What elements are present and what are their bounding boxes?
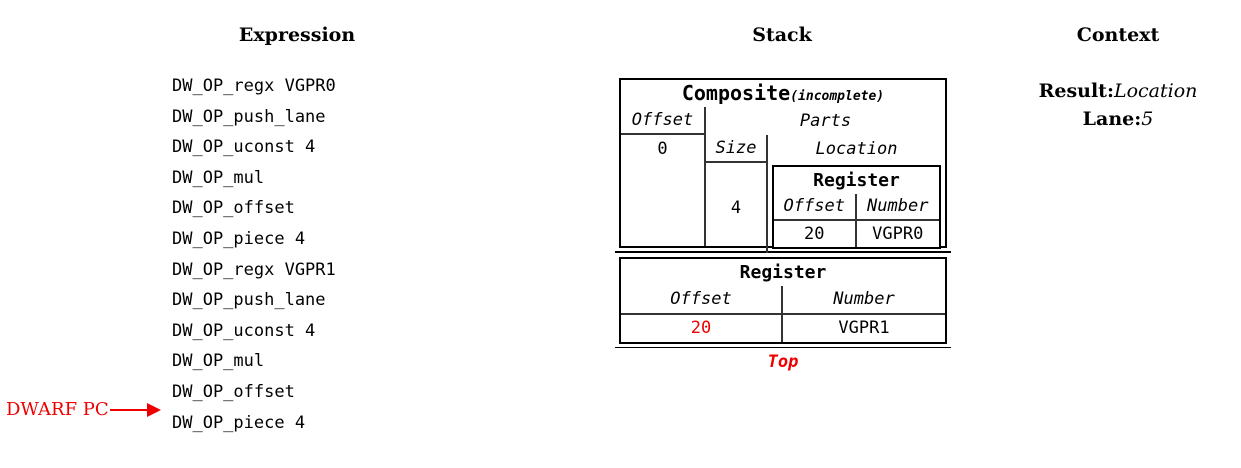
expression-op: DW_OP_push_lane xyxy=(172,106,326,127)
stack-separator-line xyxy=(615,346,951,348)
nested-register-title: Register xyxy=(813,170,900,191)
context-panel: Result:Location Lane:5 xyxy=(1018,77,1218,133)
dwarf-pc-label: DWARF PC xyxy=(6,399,109,420)
expression-op: DW_OP_uconst 4 xyxy=(172,320,316,341)
composite-offset-header: Offset xyxy=(621,107,704,135)
expression-op: DW_OP_regx VGPR0 xyxy=(172,76,336,96)
part-size-value: 4 xyxy=(730,198,742,218)
result-label: Result: xyxy=(1038,80,1114,102)
register-number-value: VGPR1 xyxy=(838,317,890,338)
nested-register-number-header: Number xyxy=(856,194,939,221)
arrow-right-icon xyxy=(110,409,148,411)
stack-separator-line xyxy=(615,251,951,253)
nested-register-value-row: 20 VGPR0 xyxy=(774,221,939,247)
expression-op: DW_OP_uconst 4 xyxy=(172,137,316,158)
expression-op-list: DW_OP_regx VGPR0 DW_OP_push_lane DW_OP_u… xyxy=(172,71,336,438)
stack-top-label: Top xyxy=(767,352,799,372)
expression-op: DW_OP_piece 4 xyxy=(172,412,306,433)
composite-title-text: Composite xyxy=(681,81,791,105)
nested-register-table: Register Offset Number 20 VGPR0 xyxy=(772,165,941,249)
stack-entry-composite: Composite(incomplete) Offset 0 Parts Siz… xyxy=(619,78,947,253)
composite-parts-column: Parts Size 4 Location Register xyxy=(706,107,945,253)
context-lane-line: Lane:5 xyxy=(1018,105,1218,133)
part-size-column: Size 4 xyxy=(706,135,768,253)
stack-column-header: Stack xyxy=(752,24,812,46)
composite-parts-body: Size 4 Location Register Offset Number xyxy=(706,135,945,253)
expression-op: DW_OP_mul xyxy=(172,351,265,372)
lane-value: 5 xyxy=(1141,108,1154,130)
expression-op: DW_OP_regx VGPR1 xyxy=(172,259,336,280)
part-size-header: Size xyxy=(706,135,766,163)
context-result-line: Result:Location xyxy=(1018,77,1218,105)
nested-register-offset-value: 20 xyxy=(774,221,857,247)
register-offset-value: 20 xyxy=(621,314,783,342)
lane-label: Lane: xyxy=(1082,108,1142,130)
stack-entry-register: Register Offset Number 20 VGPR1 xyxy=(619,256,947,344)
composite-offset-column: Offset 0 xyxy=(621,107,706,246)
composite-parts-header: Parts xyxy=(799,111,852,131)
register-title: Register xyxy=(739,261,827,283)
expression-op: DW_OP_mul xyxy=(172,167,265,188)
register-offset-header: Offset xyxy=(621,285,783,315)
arrow-right-icon xyxy=(147,403,161,417)
register-number-header: Number xyxy=(783,286,945,315)
register-value-row: 20 VGPR1 xyxy=(621,314,945,342)
part-location-column: Location Register Offset Number 20 xyxy=(768,135,945,253)
result-value: Location xyxy=(1113,80,1198,102)
expression-op: DW_OP_piece 4 xyxy=(172,228,306,249)
nested-register-number-value: VGPR0 xyxy=(872,224,924,244)
part-location-header: Location xyxy=(815,139,898,159)
expression-op: DW_OP_offset xyxy=(172,198,295,219)
expression-op: DW_OP_push_lane xyxy=(172,290,326,311)
composite-body: Offset 0 Parts Size 4 Location xyxy=(621,107,945,253)
composite-incomplete-tag: (incomplete) xyxy=(790,89,885,104)
composite-title: Composite(incomplete) xyxy=(621,80,945,107)
register-header-row: Offset Number xyxy=(621,285,945,315)
expression-column-header: Expression xyxy=(238,24,356,46)
expression-op: DW_OP_offset xyxy=(172,381,295,402)
composite-offset-value: 0 xyxy=(657,139,668,159)
nested-register-offset-header: Offset xyxy=(774,194,857,221)
context-column-header: Context xyxy=(1076,24,1160,46)
nested-register-header-row: Offset Number xyxy=(774,194,939,221)
stack-diagram: Composite(incomplete) Offset 0 Parts Siz… xyxy=(615,78,951,372)
